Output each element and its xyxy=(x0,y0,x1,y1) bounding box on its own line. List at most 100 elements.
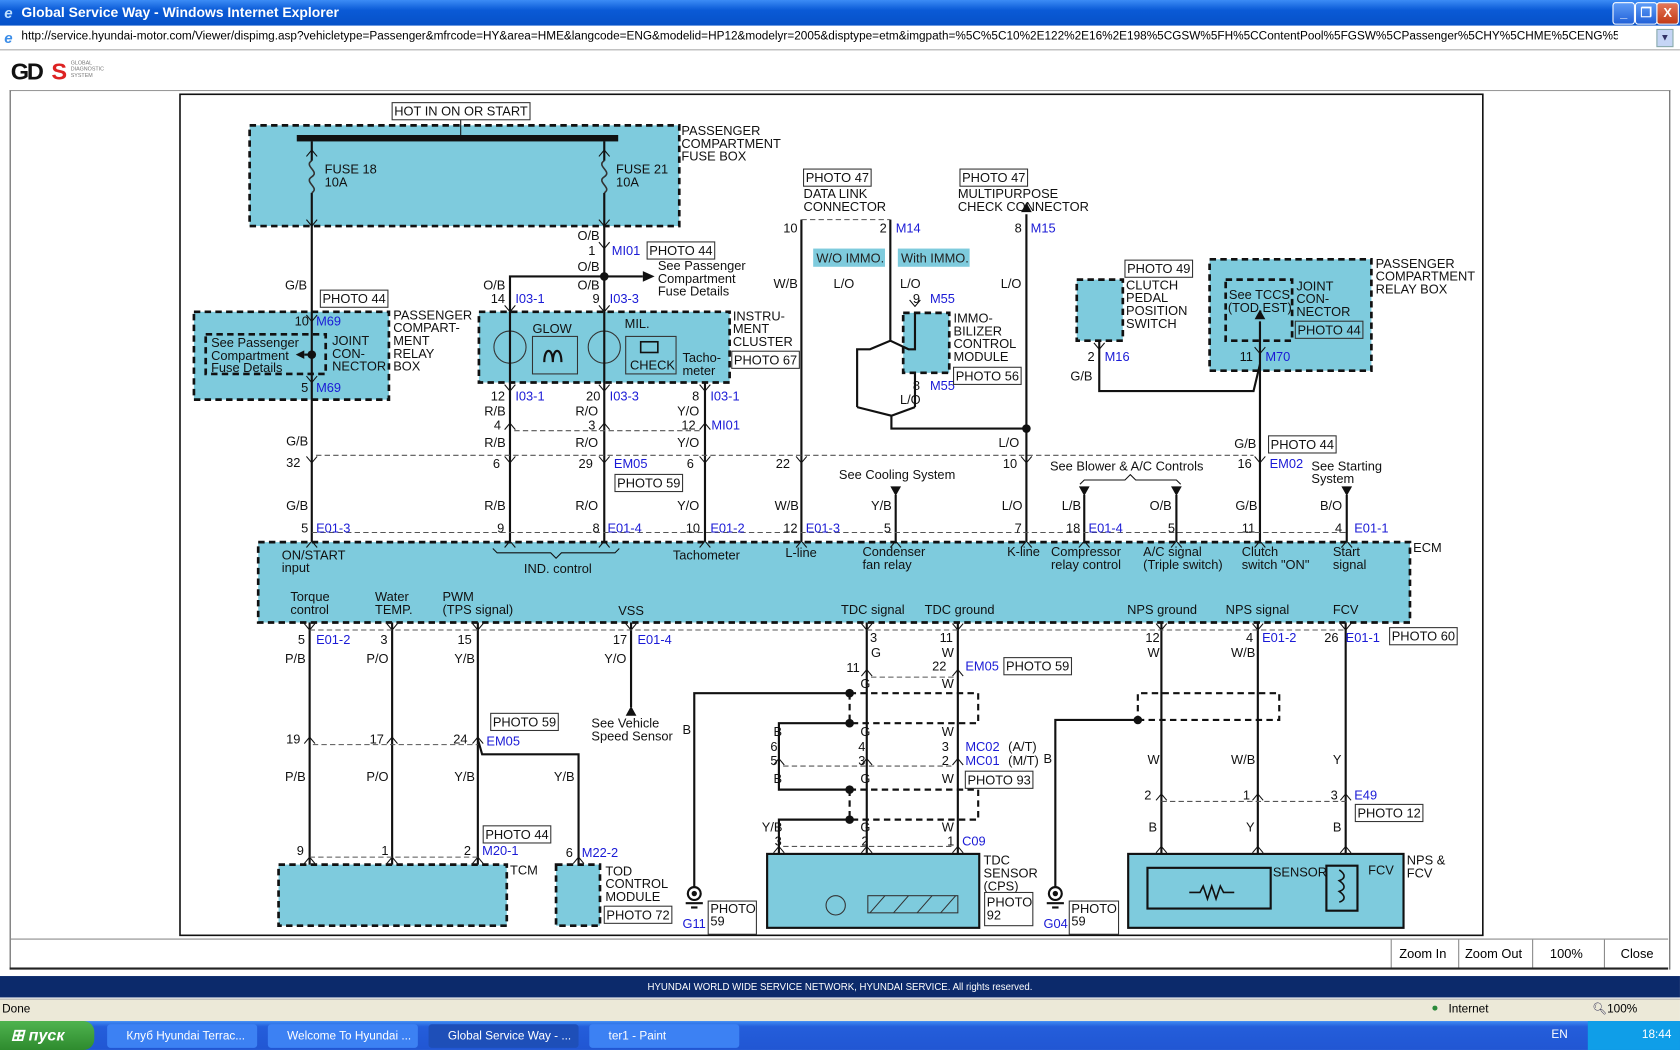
diagram-label: PHOTO xyxy=(987,894,1032,909)
diagram-label: 2 xyxy=(1087,349,1094,364)
photo-reference: PHOTO 93 xyxy=(967,772,1030,787)
url-field[interactable]: http://service.hyundai-motor.com/Viewer/… xyxy=(21,29,1618,43)
immobilizer-module xyxy=(901,311,951,375)
diagram-label: 3 xyxy=(588,418,595,433)
joint-connector-inner xyxy=(204,332,328,376)
wire xyxy=(1054,718,1138,888)
diagram-label: NECTOR xyxy=(332,359,386,374)
diagram-label: DATA LINK xyxy=(804,186,868,201)
maximize-button[interactable]: ❐ xyxy=(1634,2,1658,25)
connector-id: MC01 xyxy=(965,753,999,768)
ecm-box xyxy=(256,540,1412,624)
connector-female-icon xyxy=(598,219,611,227)
connector-male-icon xyxy=(952,668,964,677)
connector-male-icon xyxy=(1170,540,1183,548)
page-zoom[interactable]: 100% xyxy=(1607,1002,1638,1016)
diagram-label: O/B xyxy=(577,277,599,292)
diagram-label: B xyxy=(682,722,691,737)
connector-id: MC02 xyxy=(965,739,999,754)
diagram-label: PASSENGER xyxy=(393,307,472,322)
diagram-label: B xyxy=(1149,819,1158,834)
start-button[interactable]: ⊞ пуск xyxy=(0,1021,95,1050)
diagram-label: (A/T) xyxy=(1008,739,1037,754)
diagram-label: G/B xyxy=(286,498,308,513)
logo-s-mark: S xyxy=(51,57,68,85)
minimize-button[interactable]: _ xyxy=(1612,2,1635,25)
arrow-right-icon xyxy=(642,271,655,282)
diagram-label: 6 xyxy=(770,739,777,754)
taskbar-item-firefox[interactable]: Клуб Hyundai Terrac... xyxy=(107,1024,258,1048)
diagram-label: 5 xyxy=(301,520,308,535)
language-indicator[interactable]: EN xyxy=(1551,1028,1568,1042)
diagram-label: B xyxy=(1333,819,1342,834)
diagram-label: See Passenger xyxy=(658,258,747,273)
connector-male-icon xyxy=(1078,540,1091,548)
diagram-label: MIL. xyxy=(625,316,650,331)
diagram-label: 20 xyxy=(586,389,600,404)
diagram-label: MENT xyxy=(393,333,430,348)
address-dropdown-button[interactable]: ▼ xyxy=(1656,28,1674,48)
arrow-icon xyxy=(1254,309,1266,320)
diagram-label: L/O xyxy=(1001,276,1022,291)
diagram-label: W/B xyxy=(775,498,799,513)
connector-male-icon xyxy=(1339,845,1352,854)
photo-reference-box xyxy=(603,905,673,924)
relay-box-right xyxy=(1208,257,1373,373)
zoom-in-button[interactable]: Zoom In xyxy=(1390,939,1454,968)
connector-id: E01-2 xyxy=(316,632,350,647)
diagram-label: W/B xyxy=(774,276,798,291)
diagram-label: 1 xyxy=(947,833,954,848)
close-window-button[interactable]: X xyxy=(1656,2,1679,25)
diagram-label: O/B xyxy=(1150,498,1172,513)
diagram-label: JOINT xyxy=(1296,278,1333,293)
connector-male-icon xyxy=(572,856,585,864)
connector-male-icon xyxy=(472,736,484,744)
diagram-label: (Triple switch) xyxy=(1143,557,1222,572)
power-bus-bar xyxy=(296,134,619,142)
connector-id: EM02 xyxy=(1270,456,1304,471)
wire xyxy=(777,818,850,854)
diagram-label: Y/B xyxy=(871,498,892,513)
connector-male-icon xyxy=(1155,845,1168,854)
connector-male-icon xyxy=(306,540,318,548)
photo-reference-box xyxy=(1268,435,1337,454)
wire xyxy=(856,339,891,408)
address-bar[interactable]: e http://service.hyundai-motor.com/Viewe… xyxy=(0,25,1680,51)
zoom-out-button[interactable]: Zoom Out xyxy=(1458,939,1528,968)
connector-male-icon xyxy=(1020,540,1033,548)
diagram-label: See Vehicle xyxy=(591,715,659,730)
diagram-label: FUSE 18 xyxy=(325,162,377,177)
taskbar-item-paint[interactable]: ter1 - Paint xyxy=(589,1024,740,1048)
diagram-label: See Blower & A/C Controls xyxy=(1050,458,1203,473)
diagram-label: 4 xyxy=(858,739,865,754)
arrow-icon xyxy=(1021,202,1032,213)
diagram-label: Fuse Details xyxy=(211,360,282,375)
diagram-label: R/B xyxy=(484,498,505,513)
connector-male-icon xyxy=(860,845,873,854)
diagram-label: 26 xyxy=(1324,630,1338,645)
diagram-label: 4 xyxy=(494,418,501,433)
diagram-label: O/B xyxy=(577,228,599,243)
diagram-label: R/B xyxy=(484,435,505,450)
diagram-label: PEDAL xyxy=(1126,290,1168,305)
photo-reference: PHOTO 56 xyxy=(956,368,1019,383)
diagram-label: L-line xyxy=(785,545,816,560)
globe-icon: ● xyxy=(1431,1001,1439,1015)
fuse-box xyxy=(248,124,681,228)
connector-male-icon xyxy=(773,845,785,854)
connector-female-icon xyxy=(504,305,516,313)
diagram-label: W xyxy=(942,771,955,786)
connector-male-icon xyxy=(795,540,808,548)
taskbar-item-global-service-way[interactable]: Global Service Way - ... xyxy=(428,1024,579,1048)
connector-id: I03-1 xyxy=(515,291,544,306)
taskbar-item-welcome[interactable]: Welcome To Hyundai ... xyxy=(267,1024,418,1048)
diagram-label: COMPART- xyxy=(393,320,460,335)
diagram-label: W/B xyxy=(1231,752,1255,767)
connector-id: I03-3 xyxy=(610,291,639,306)
close-viewer-button[interactable]: Close xyxy=(1603,939,1669,968)
diagram-label: 3 xyxy=(942,739,949,754)
connector-id: E01-4 xyxy=(1089,520,1123,535)
diagram-label: G/B xyxy=(1234,436,1256,451)
photo-reference-box xyxy=(391,102,531,121)
